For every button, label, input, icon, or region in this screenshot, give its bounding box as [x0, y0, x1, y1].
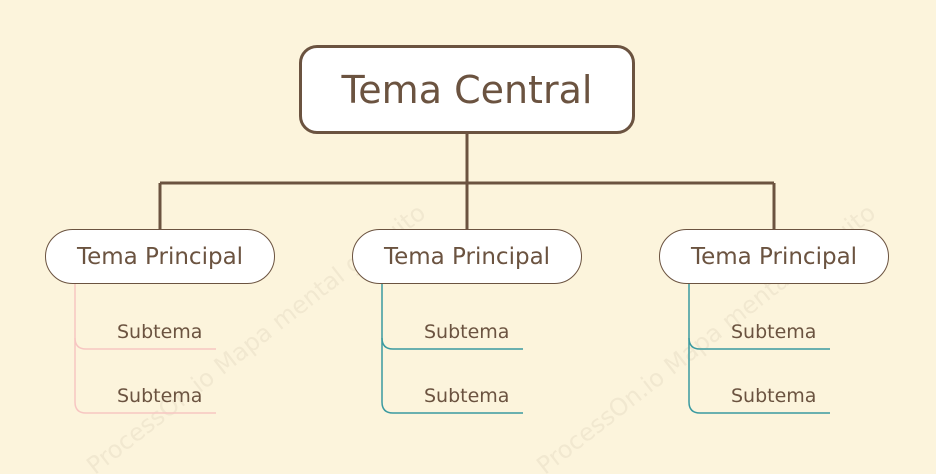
subtopic-node[interactable]: Subtema	[424, 385, 510, 407]
subtopic-node[interactable]: Subtema	[117, 321, 203, 343]
subtopic-node[interactable]: Subtema	[117, 385, 203, 407]
branch-3-sub-1	[688, 337, 830, 350]
main-topic-node-2[interactable]: Tema Principal	[352, 229, 582, 284]
subtopic-node[interactable]: Subtema	[424, 321, 510, 343]
subtopic-node[interactable]: Subtema	[731, 321, 817, 343]
subtopic-node[interactable]: Subtema	[731, 385, 817, 407]
branch-1-sub-1	[74, 337, 216, 350]
main-topic-node-1[interactable]: Tema Principal	[45, 229, 275, 284]
branch-2-sub-1	[381, 337, 523, 350]
branch-1-spine	[74, 284, 216, 414]
central-topic-node[interactable]: Tema Central	[299, 45, 635, 134]
branch-2-spine	[381, 284, 523, 414]
main-topic-node-3[interactable]: Tema Principal	[659, 229, 889, 284]
branch-3-spine	[688, 284, 830, 414]
